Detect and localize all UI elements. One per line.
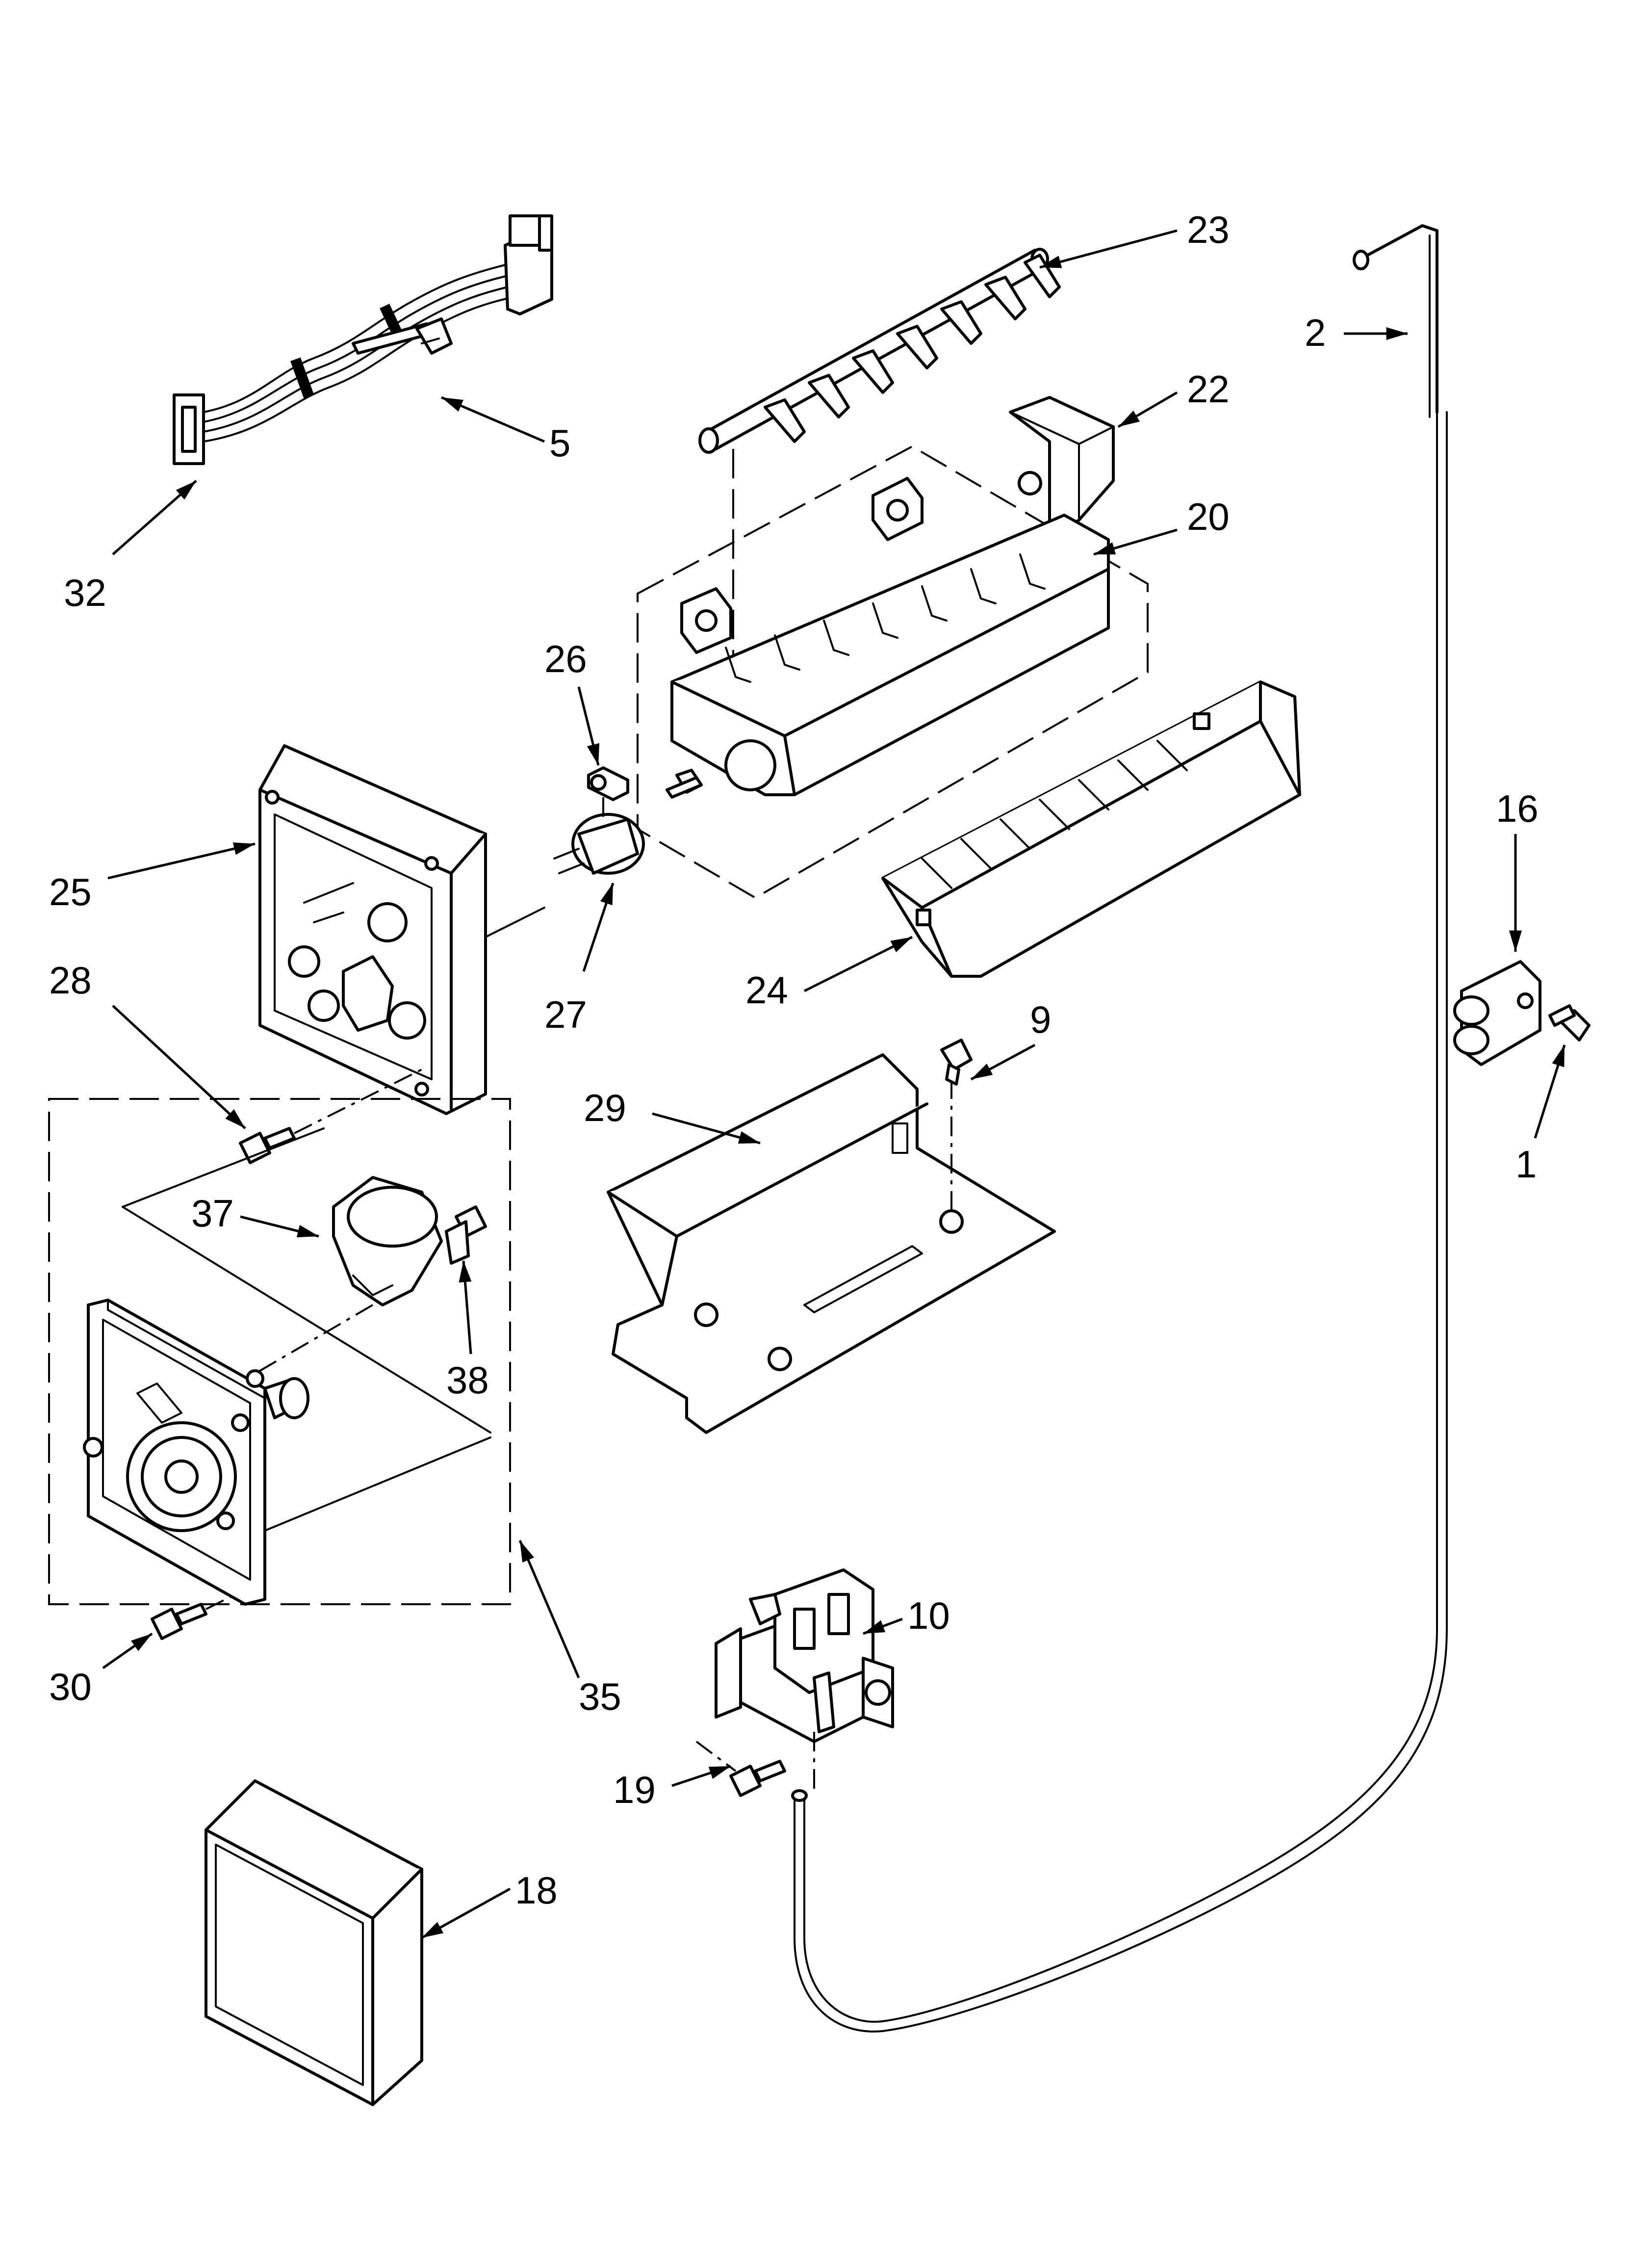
housing-part-25[interactable] bbox=[258, 744, 545, 1115]
callout-37: 37 bbox=[191, 1192, 234, 1235]
callout-9: 9 bbox=[1030, 998, 1051, 1041]
mold-part-20[interactable] bbox=[666, 477, 1110, 799]
screw-part-30[interactable] bbox=[151, 1603, 207, 1640]
callout-23: 23 bbox=[1187, 208, 1230, 251]
motor-assembly-boundary bbox=[48, 1098, 511, 1605]
thermostat-part-27[interactable] bbox=[553, 813, 645, 875]
leader-lines bbox=[102, 229, 1566, 1939]
wire-harness-part-32[interactable] bbox=[173, 214, 553, 465]
callout-25: 25 bbox=[49, 870, 92, 913]
cover-part-18[interactable] bbox=[205, 1779, 423, 2106]
callout-1: 1 bbox=[1515, 1143, 1537, 1186]
screw-part-9[interactable] bbox=[940, 1039, 973, 1086]
callout-24: 24 bbox=[745, 968, 788, 1012]
fill-tube-part-2[interactable] bbox=[791, 224, 1448, 2033]
motor-plate-part-35[interactable] bbox=[83, 1299, 309, 1606]
screw-part-1[interactable] bbox=[1548, 1004, 1591, 1042]
callout-35: 35 bbox=[579, 1675, 621, 1718]
callout-30: 30 bbox=[49, 1665, 92, 1708]
bearing-part-26[interactable] bbox=[587, 766, 629, 801]
callout-38: 38 bbox=[446, 1358, 489, 1402]
water-valve-part-10[interactable] bbox=[715, 1568, 894, 1743]
callout-27: 27 bbox=[544, 993, 587, 1036]
callout-29: 29 bbox=[584, 1086, 626, 1129]
support-part-29[interactable] bbox=[607, 1053, 1056, 1434]
callout-18: 18 bbox=[515, 1869, 558, 1912]
cover-part-24[interactable] bbox=[881, 680, 1301, 978]
screw-part-38[interactable] bbox=[445, 1205, 487, 1265]
callout-2: 2 bbox=[1305, 311, 1326, 354]
callout-32: 32 bbox=[64, 571, 106, 614]
callout-28: 28 bbox=[49, 959, 92, 1002]
callout-5: 5 bbox=[549, 421, 570, 465]
fill-cup-part-22[interactable] bbox=[1009, 396, 1115, 531]
callout-20: 20 bbox=[1187, 495, 1230, 538]
callout-26: 26 bbox=[544, 637, 587, 680]
callout-10: 10 bbox=[907, 1594, 950, 1637]
screw-part-28[interactable] bbox=[239, 1127, 296, 1164]
callout-22: 22 bbox=[1187, 367, 1230, 411]
callout-labels: 23 2 22 20 5 32 26 16 25 27 24 28 9 29 1… bbox=[49, 208, 1539, 1912]
motor-part-37[interactable] bbox=[332, 1176, 443, 1306]
callout-19: 19 bbox=[613, 1768, 656, 1811]
callout-16: 16 bbox=[1496, 787, 1539, 830]
screw-part-19[interactable] bbox=[729, 1760, 786, 1797]
ejector-part-23[interactable] bbox=[698, 248, 1061, 454]
clamp-part-16[interactable] bbox=[1453, 960, 1541, 1066]
